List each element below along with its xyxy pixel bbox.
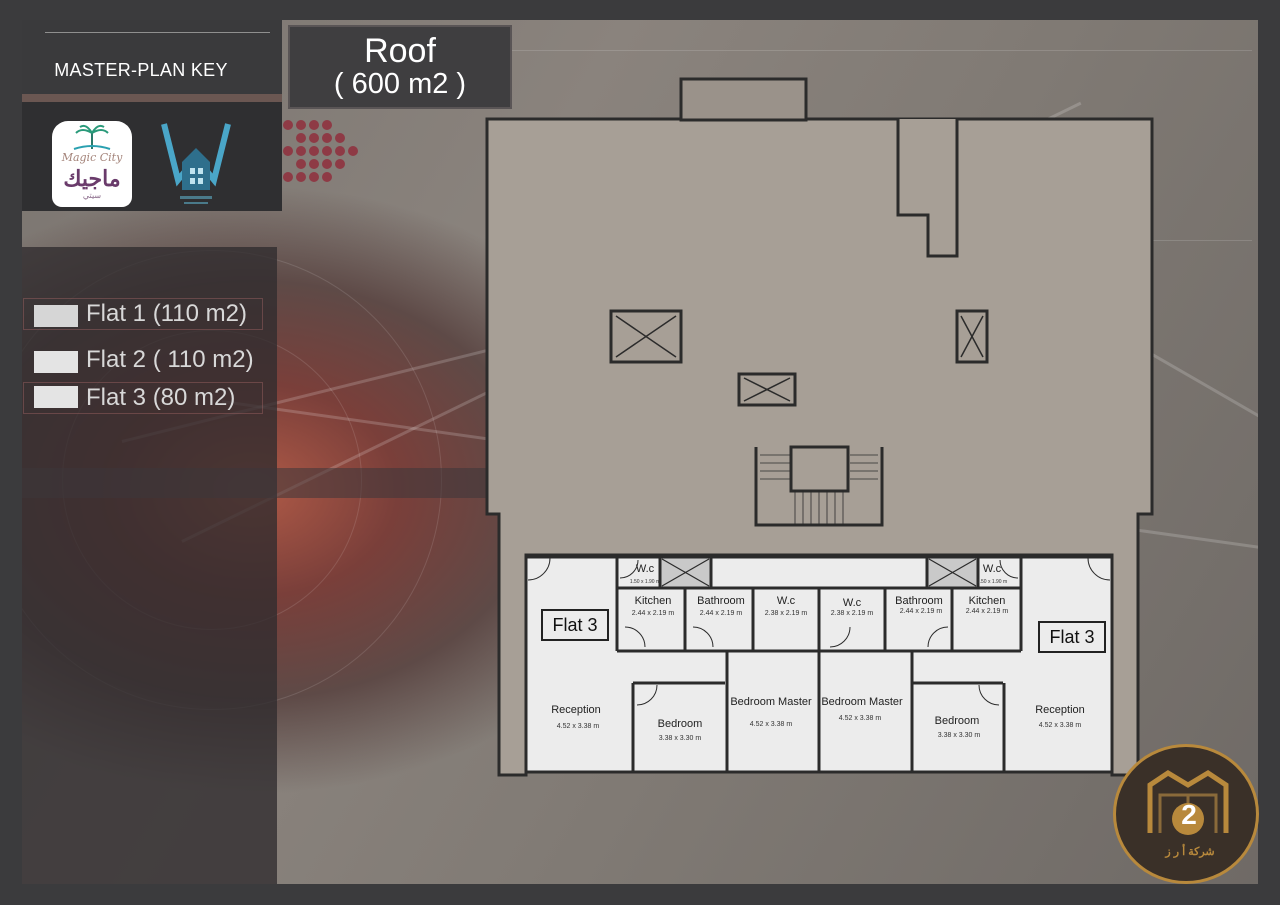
key-divider (45, 32, 270, 33)
room-dim-bedroom-master-right: 4.52 x 3.38 m (838, 715, 882, 722)
logo-brand-name: Magic City (61, 151, 123, 164)
room-dim-wc-left: 1.50 x 1.90 m (629, 579, 661, 585)
legend-swatch (34, 305, 78, 327)
room-label-wc-left: W.c (635, 563, 655, 575)
legend-label: Flat 1 (110 m2) (86, 300, 247, 327)
room-label-wc-center-right: W.c (842, 597, 862, 609)
company-badge: 2 شركة أ ر ز (1113, 744, 1259, 884)
floor-area: ( 600 m2 ) (333, 68, 467, 100)
room-label-bedroom-master-right: Bedroom Master (821, 696, 903, 708)
room-dim-bedroom-left: 3.38 x 3.30 m (658, 735, 702, 742)
developer-house-logo-icon (161, 123, 231, 204)
badge-arabic-name: شركة أ ر ز (1165, 846, 1215, 858)
legend-item-flat-3: Flat 3 (80 m2) (23, 382, 263, 414)
decorative-band (22, 468, 562, 498)
floor-title: Roof (364, 32, 436, 70)
room-dim-bedroom-master-left: 4.52 x 3.38 m (749, 721, 793, 728)
room-label-kitchen-left: Kitchen (634, 595, 672, 607)
flat-tag-left: Flat 3 (541, 609, 609, 641)
magic-city-logo: Magic City ماجيك سيتي (52, 121, 132, 207)
key-title: MASTER-PLAN KEY (54, 60, 228, 80)
title-box (288, 25, 512, 109)
room-label-reception-right: Reception (1035, 704, 1085, 716)
company-logo-icon (1147, 770, 1229, 835)
legend-item-flat-2: Flat 2 ( 110 m2) (23, 344, 263, 376)
legend-item-flat-1: Flat 1 (110 m2) (23, 298, 263, 330)
room-label-bedroom-master-left: Bedroom Master (730, 696, 812, 708)
room-label-wc-right: W.c (982, 563, 1002, 575)
room-dim-bathroom-left: 2.44 x 2.19 m (699, 610, 743, 617)
room-dim-kitchen-right: 2.44 x 2.19 m (965, 608, 1009, 615)
palm-tree-icon (73, 124, 111, 150)
room-dim-wc-center-left: 2.38 x 2.19 m (764, 610, 808, 617)
room-label-wc-center-left: W.c (776, 595, 796, 607)
key-accent-bar (22, 94, 282, 102)
flat-tag-right: Flat 3 (1038, 621, 1106, 653)
room-dim-reception-right: 4.52 x 3.38 m (1038, 722, 1082, 729)
logo-arabic-name: ماجيك (63, 166, 121, 191)
legend-label: Flat 2 ( 110 m2) (86, 346, 254, 373)
grid-line (472, 50, 1252, 51)
room-label-bedroom-left: Bedroom (657, 718, 703, 730)
room-label-bathroom-right: Bathroom (895, 595, 943, 607)
room-label-bathroom-left: Bathroom (697, 595, 745, 607)
room-dim-kitchen-left: 2.44 x 2.19 m (631, 610, 675, 617)
key-header (22, 20, 282, 102)
legend-swatch (34, 386, 78, 408)
room-dim-bedroom-right: 3.38 x 3.30 m (937, 732, 981, 739)
room-dim-reception-left: 4.52 x 3.38 m (556, 723, 600, 730)
logo-arabic-sub: سيتي (82, 191, 102, 200)
room-label-kitchen-right: Kitchen (968, 595, 1006, 607)
room-dim-wc-right: 1.50 x 1.90 m (976, 579, 1008, 585)
room-dim-wc-center-right: 2.38 x 2.19 m (830, 610, 874, 617)
legend-swatch (34, 351, 78, 373)
legend-label: Flat 3 (80 m2) (86, 384, 236, 411)
badge-number: 2 (1181, 799, 1197, 830)
room-dim-bathroom-right: 2.44 x 2.19 m (899, 608, 943, 615)
room-label-reception-left: Reception (551, 704, 601, 716)
room-label-bedroom-right: Bedroom (934, 715, 980, 727)
